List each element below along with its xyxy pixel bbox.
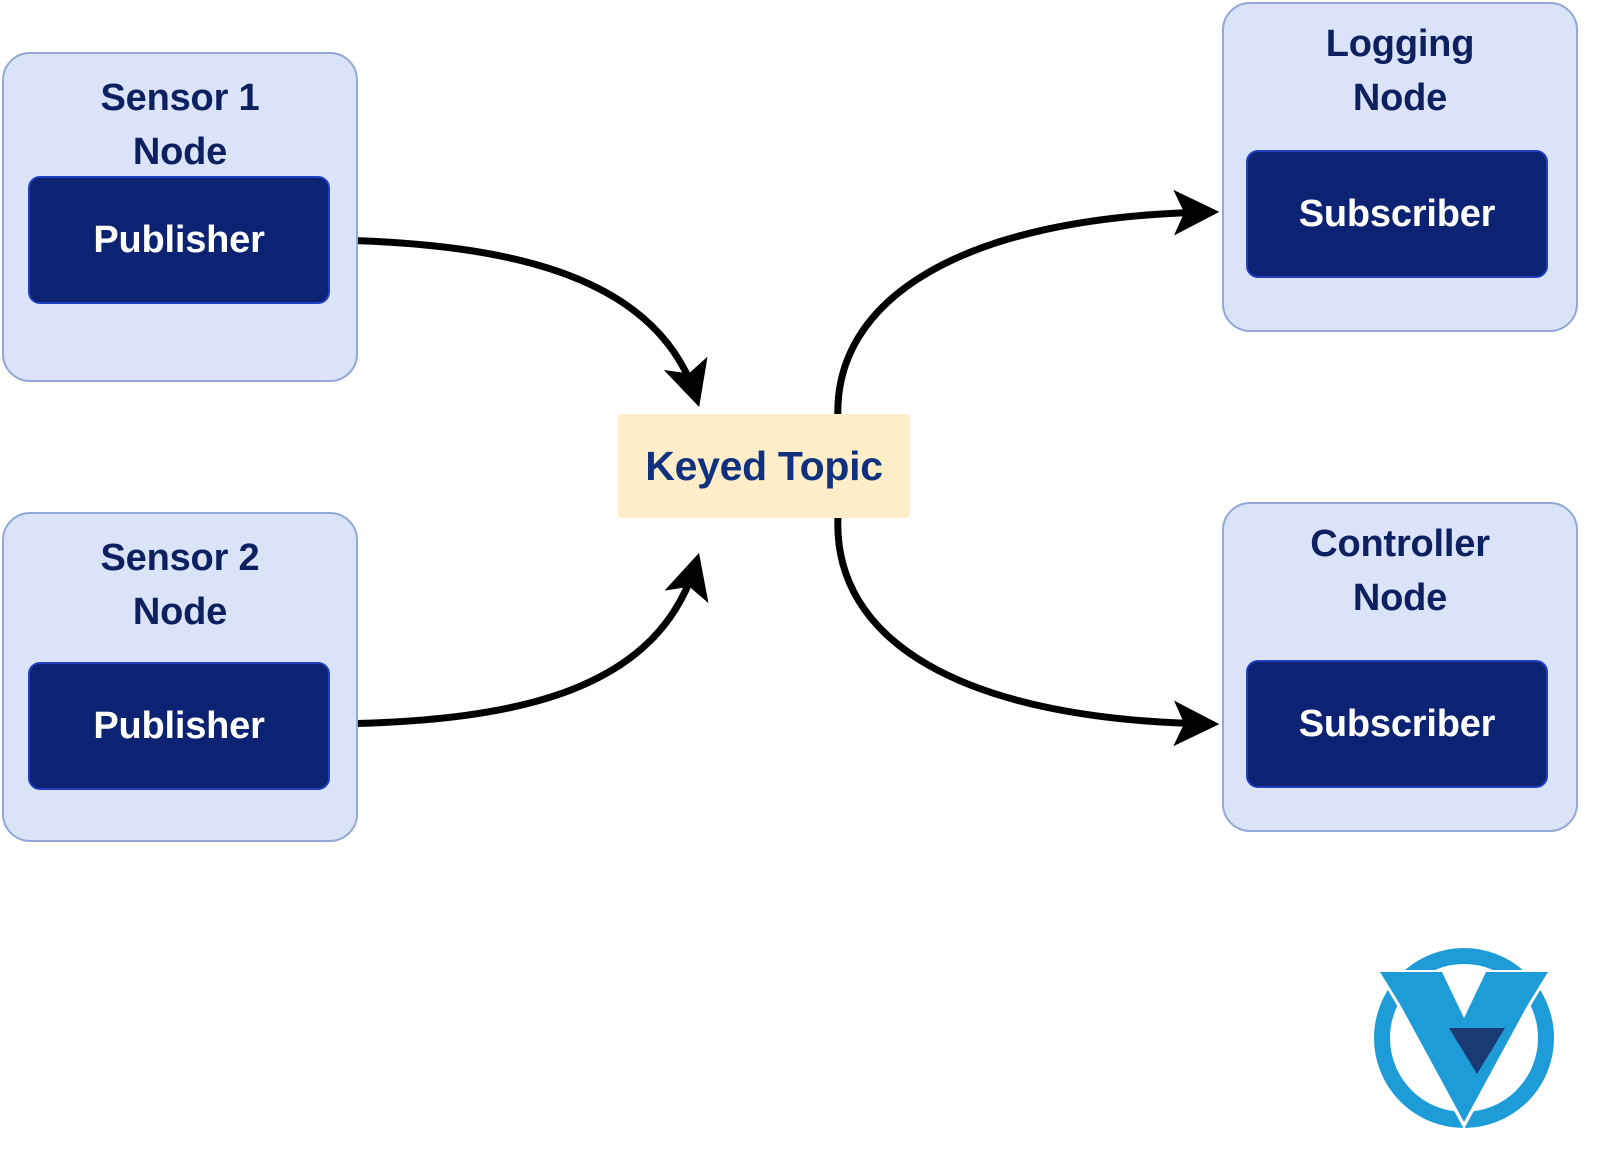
- keyed-topic-label: Keyed Topic: [645, 442, 883, 489]
- edge-topic-to-logging: [834, 189, 1220, 421]
- edge-topic-to-controller: [834, 515, 1220, 747]
- sensor-1-node-title: Sensor 1 Node: [100, 77, 260, 173]
- logging-node-title: Logging Node: [1325, 23, 1475, 119]
- logging-node[interactable]: Logging Node Subscriber: [1222, 2, 1578, 332]
- sensor-1-node[interactable]: Sensor 1 Node Publisher: [2, 52, 358, 382]
- controller-node-title: Controller Node: [1310, 523, 1490, 619]
- edge-sensor2-to-topic: [329, 552, 709, 728]
- sensor-2-publisher-label: Publisher: [93, 704, 265, 747]
- v-circle-logo: [1374, 948, 1554, 1129]
- logging-subscriber-label: Subscriber: [1298, 192, 1496, 235]
- sensor-1-publisher[interactable]: Publisher: [28, 176, 330, 304]
- sensor-2-node-title: Sensor 2 Node: [100, 537, 260, 633]
- sensor-1-publisher-label: Publisher: [93, 218, 265, 261]
- sensor-2-publisher[interactable]: Publisher: [28, 662, 330, 790]
- controller-subscriber-label: Subscriber: [1298, 702, 1496, 745]
- sensor-2-node[interactable]: Sensor 2 Node Publisher: [2, 512, 358, 842]
- keyed-topic[interactable]: Keyed Topic: [618, 414, 910, 518]
- edge-sensor1-to-topic: [329, 236, 708, 408]
- logging-subscriber[interactable]: Subscriber: [1246, 150, 1548, 278]
- controller-node[interactable]: Controller Node Subscriber: [1222, 502, 1578, 832]
- controller-subscriber[interactable]: Subscriber: [1246, 660, 1548, 788]
